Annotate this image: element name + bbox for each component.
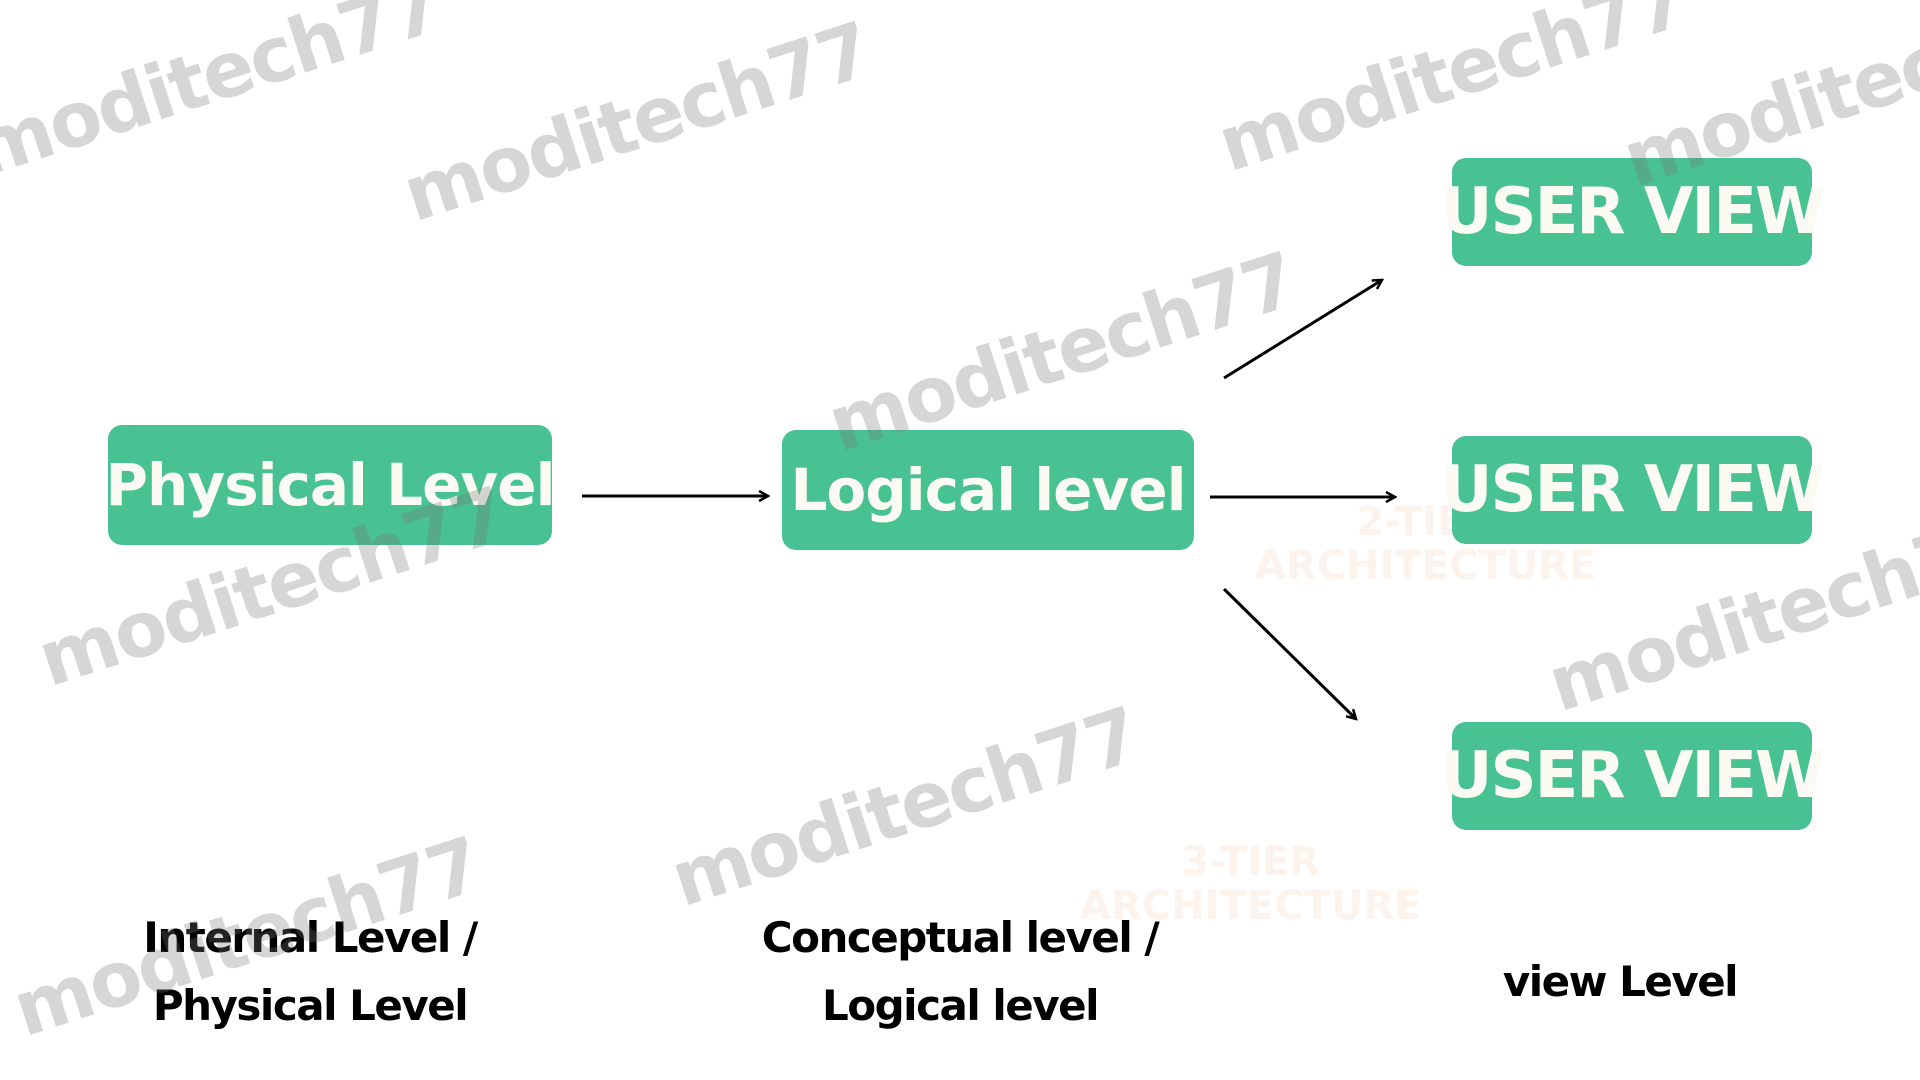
view-level-label: view Level [1502,957,1739,1006]
logical-level-label: Logical level [790,456,1186,524]
internal-level-line1: Internal Level / [143,913,478,962]
internal-level-caption: Internal Level / Physical Level [120,904,500,1040]
internal-level-line2: Physical Level [152,981,469,1030]
architecture-label: ARCHITECTURE [1255,543,1597,589]
architecture-label: ARCHITECTURE [1080,883,1422,929]
physical-level-box: Physical Level [105,425,556,545]
conceptual-level-caption: Conceptual level / Logical level [760,904,1160,1040]
user-view-box-top: USER VIEW [1441,158,1826,266]
three-tier-label: 3-TIER [1181,839,1321,885]
conceptual-level-line1: Conceptual level / [761,913,1160,962]
arrow-logical-to-view-bottom [1222,587,1356,719]
user-view-box-bottom: USER VIEW [1441,722,1826,830]
physical-level-label: Physical Level [105,451,556,519]
three-tier-faint-text: 3-TIER ARCHITECTURE [1080,840,1421,928]
user-view-label: USER VIEW [1440,175,1826,249]
conceptual-level-line2: Logical level [822,981,1099,1030]
user-view-label: USER VIEW [1440,453,1826,527]
arrow-logical-to-view-top [1223,280,1382,380]
logical-level-box: Logical level [782,430,1194,550]
view-level-caption: view Level [1470,948,1770,1016]
user-view-box-middle: USER VIEW [1441,436,1826,544]
user-view-label: USER VIEW [1440,739,1826,813]
